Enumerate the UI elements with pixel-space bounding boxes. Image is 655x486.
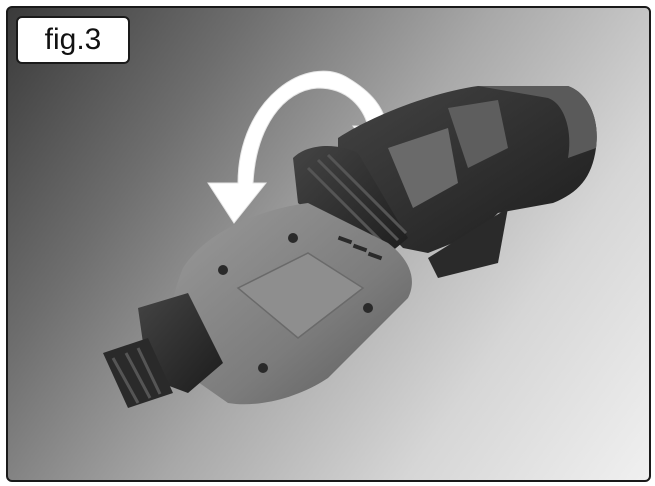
chuck-icon: [103, 293, 223, 408]
figure-frame: fig.3: [6, 6, 651, 482]
figure-label: fig.3: [16, 16, 130, 64]
rotate-arrow-icon: [207, 70, 405, 224]
tool-body: [171, 203, 412, 405]
pivot-ridges: [293, 146, 408, 263]
screwdriver-illustration: [103, 70, 597, 408]
handle-grip-icon: [338, 86, 597, 278]
